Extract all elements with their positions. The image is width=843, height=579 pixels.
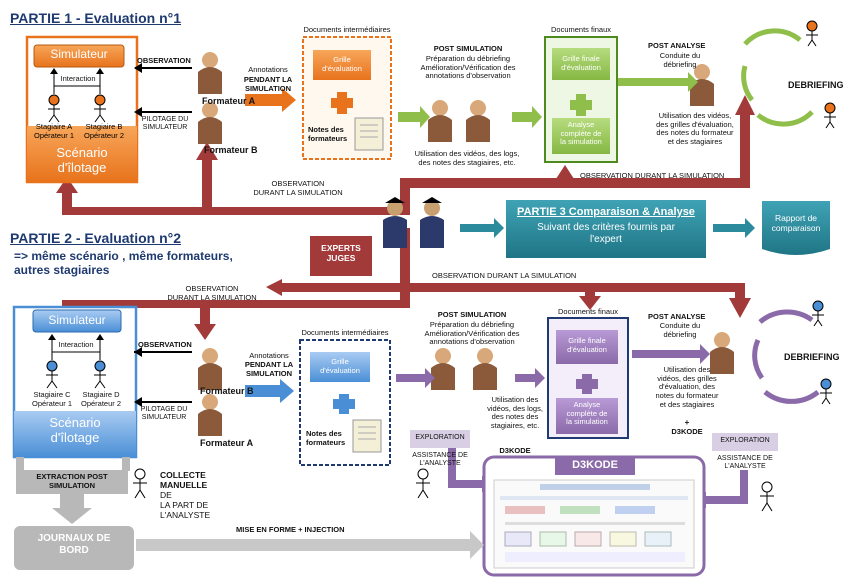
post-sim1-label: POST SIMULATION xyxy=(433,44,503,53)
analyse2-label: Analyse complète de la simulation xyxy=(566,400,608,427)
simulateur2-label: Simulateur xyxy=(48,313,106,327)
assistance-right-label: ASSISTANCE DE L'ANALYSTE xyxy=(717,455,773,471)
docs-finaux1-label: Documents finaux xyxy=(550,25,612,34)
observation2-label: OBSERVATION xyxy=(138,340,192,349)
interaction2-label: Interaction xyxy=(58,340,94,349)
d3kode-small-label: D3KODE xyxy=(499,446,531,455)
grille-finale2-label: Grille finale d'évaluation xyxy=(567,336,607,354)
stagiaire-c-label: Stagiaire C Opérateur 1 xyxy=(31,390,73,408)
collecte-bold-label: COLLECTE MANUELLE xyxy=(160,470,208,490)
expert-figures xyxy=(383,197,444,248)
collecte-rest-label: DE LA PART DE L'ANALYSTE xyxy=(160,490,211,520)
notes1-label: Notes des formateurs xyxy=(308,125,348,143)
d3kode-screenshot xyxy=(493,479,695,569)
grille1-label: Grille d'évaluation xyxy=(322,55,362,73)
utilisation-videos2-label: Utilisation des vidéos, des grilles d'év… xyxy=(655,365,719,409)
formateur-b2-label: Formateur B xyxy=(200,386,254,396)
analyse1-label: Analyse complète de la simulation xyxy=(560,120,602,147)
assistance-left-label: ASSISTANCE DE L'ANALYSTE xyxy=(412,452,468,468)
pilotage1-label: PILOTAGE DU SIMULATEUR xyxy=(141,116,189,132)
obs-durant2-label: OBSERVATION DURANT LA SIMULATION xyxy=(167,284,257,302)
obs-durant1-left: OBSERVATION DURANT LA SIMULATION xyxy=(253,179,343,197)
partie2-subtitle: => même scénario , même formateurs, autr… xyxy=(14,249,233,277)
annotations2-label: Annotations xyxy=(249,351,289,360)
experts-juges-label: EXPERTS JUGES xyxy=(321,243,361,263)
obs-durant1-right: OBSERVATION DURANT LA SIMULATION xyxy=(580,171,725,180)
partie3-title: PARTIE 3 Comparaison & Analyse xyxy=(517,206,695,218)
notes2-label: Notes des formateurs xyxy=(306,429,346,447)
exploration-right-label: EXPLORATION xyxy=(720,437,770,444)
simulateur1-label: Simulateur xyxy=(50,47,108,61)
formateur-figures xyxy=(198,52,734,436)
debriefing1-label: DEBRIEFING xyxy=(788,80,843,90)
conduite1-label: Conduite du débriefing xyxy=(659,51,701,69)
post-sim2-desc: Préparation du débriefing Amélioration/V… xyxy=(424,320,520,347)
post-sim2-label: POST SIMULATION xyxy=(437,310,507,319)
partie2-title: PARTIE 2 - Evaluation n°2 xyxy=(10,230,182,246)
stagiaire-b-label: Stagiaire B Opérateur 2 xyxy=(83,122,125,140)
pendant1-label: PENDANT LA SIMULATION xyxy=(243,75,293,93)
annotations1-label: Annotations xyxy=(248,65,288,74)
journaux-label: JOURNAUX DE BORD xyxy=(37,533,111,556)
formateur-b1-label: Formateur B xyxy=(204,145,258,155)
debriefing-cycle-2 xyxy=(752,300,832,405)
debriefing-cycle-1 xyxy=(741,20,836,129)
exploration-left-label: EXPLORATION xyxy=(415,434,465,441)
interaction1-label: Interaction xyxy=(60,74,96,83)
d3kode-title: D3KODE xyxy=(572,459,618,471)
docs-inter1-label: Documents intermédiaires xyxy=(303,25,391,34)
docs-inter2-label: Documents intermédiaires xyxy=(301,328,389,337)
conduite2-label: Conduite du débriefing xyxy=(659,321,701,339)
stagiaire-d-label: Stagiaire D Opérateur 2 xyxy=(80,390,122,408)
formateur-a1-label: Formateur A xyxy=(202,96,256,106)
post-analyse2-label: POST ANALYSE xyxy=(648,312,706,321)
rapport-label: Rapport de comparaison xyxy=(771,213,821,233)
d3kode-right-label: D3KODE xyxy=(671,427,703,436)
utilisation-videos1-label: Utilisation des vidéos, des grilles d'év… xyxy=(656,111,734,146)
observation1-label: OBSERVATION xyxy=(137,56,191,65)
scenario1-label: Scénario d'îlotage xyxy=(56,145,108,175)
post-sim1-desc: Préparation du débriefing Amélioration/V… xyxy=(420,54,516,81)
plus-label: + xyxy=(684,418,690,427)
partie3-desc: Suivant des critères fournis par l'exper… xyxy=(537,222,675,245)
grille-finale1-label: Grille finale d'évaluation xyxy=(561,54,601,72)
grille2-label: Grille d'évaluation xyxy=(320,357,360,375)
pendant2-label: PENDANT LA SIMULATION xyxy=(244,360,294,378)
formateur-a2-label: Formateur A xyxy=(200,438,254,448)
partie1-title: PARTIE 1 - Evaluation n°1 xyxy=(10,10,182,26)
utilisation2-label: Utilisation des vidéos, des logs, des no… xyxy=(487,395,543,430)
utilisation1-label: Utilisation des vidéos, des logs, des no… xyxy=(414,149,520,167)
scenario2-label: Scénario d'îlotage xyxy=(49,415,101,445)
stagiaire-a-label: Stagiaire A Opérateur 1 xyxy=(33,122,75,140)
pilotage2-label: PILOTAGE DU SIMULATEUR xyxy=(140,406,188,422)
post-analyse1-label: POST ANALYSE xyxy=(648,41,706,50)
docs-finaux2-label: Documents finaux xyxy=(557,307,619,316)
debriefing2-label: DEBRIEFING xyxy=(784,352,840,362)
obs-durant-sim2-label: OBSERVATION DURANT LA SIMULATION xyxy=(432,271,577,280)
extraction-label: EXTRACTION POST SIMULATION xyxy=(36,472,108,490)
mise-en-forme-label: MISE EN FORME + INJECTION xyxy=(236,525,345,534)
